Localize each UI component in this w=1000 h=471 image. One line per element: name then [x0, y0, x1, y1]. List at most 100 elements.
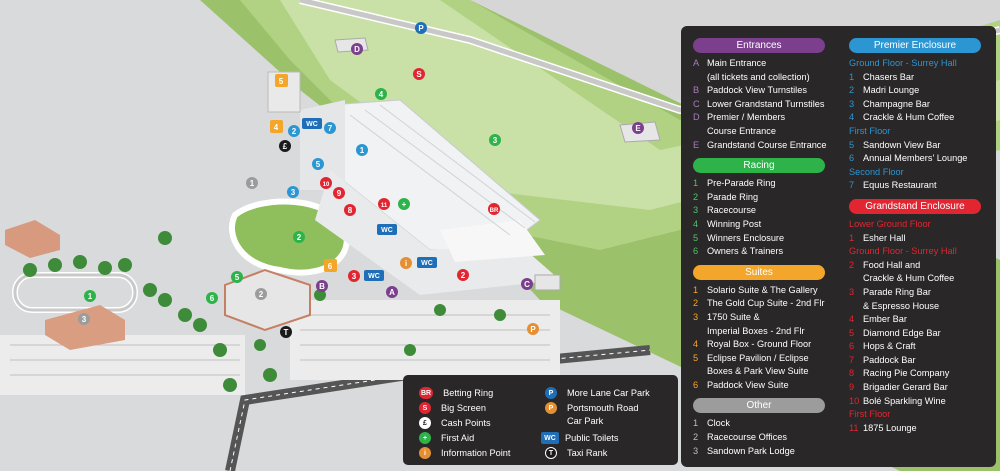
trees — [23, 231, 506, 392]
marker-suite-4: 4 — [270, 120, 283, 133]
svg-text:6: 6 — [328, 262, 333, 271]
svg-text:+: + — [402, 200, 407, 209]
legend-cash-points: £ Cash Points — [419, 417, 491, 429]
marker-racing-4: 4 — [375, 88, 387, 100]
betting-ring-icon: BR — [419, 387, 434, 399]
parking-icon: P — [545, 387, 557, 399]
svg-text:S: S — [416, 70, 422, 79]
symbol-legend: BR Betting Ring S Big Screen £ Cash Poin… — [403, 375, 678, 465]
svg-text:2: 2 — [292, 127, 297, 136]
marker-racing-2: 2 — [293, 231, 305, 243]
grandstand-floor-first: First Floor — [849, 409, 891, 420]
svg-text:5: 5 — [316, 160, 321, 169]
marker-racing-3: 3 — [489, 134, 501, 146]
car-park-main — [0, 300, 560, 395]
marker-betting-ring: BR — [488, 203, 500, 215]
svg-text:P: P — [530, 325, 536, 334]
legend-label: Cash Points — [441, 418, 491, 428]
svg-text:B: B — [319, 282, 325, 291]
map-markers: D E A B C P P T S BR i WC WC WC WC 4 3 2… — [78, 22, 644, 338]
svg-text:11: 11 — [381, 203, 388, 209]
svg-text:P: P — [418, 24, 424, 33]
legend-info-point: i Information Point — [419, 447, 510, 459]
marker-premier-5: 5 — [312, 158, 324, 170]
svg-text:£: £ — [283, 142, 288, 151]
cash-point-icon: £ — [419, 417, 431, 429]
marker-suite-5: 5 — [275, 74, 288, 87]
marker-other-1: 1 — [246, 177, 258, 189]
legend-first-aid: + First Aid — [419, 432, 474, 444]
svg-text:1: 1 — [250, 179, 255, 188]
marker-grand-9: 9 — [333, 187, 345, 199]
legend-label: Public Toilets — [565, 433, 619, 443]
legend-big-screen: S Big Screen — [419, 402, 486, 414]
marker-entrance-e: E — [632, 122, 644, 134]
legend-betting-ring: BR Betting Ring — [419, 387, 493, 399]
svg-text:A: A — [389, 288, 395, 297]
marker-other-3: 3 — [78, 313, 90, 325]
marker-premier-1: 1 — [356, 144, 368, 156]
legend-label: Portsmouth Road Car Park — [567, 403, 639, 426]
marker-parking-1: P — [415, 22, 427, 34]
svg-text:E: E — [635, 124, 641, 133]
svg-text:i: i — [405, 259, 407, 268]
svg-text:4: 4 — [274, 123, 279, 132]
marker-info: i — [400, 257, 412, 269]
parking-icon: P — [545, 402, 557, 414]
taxi-icon: T — [545, 447, 557, 459]
grandstand-floor-lower: Lower Ground Floor — [849, 218, 931, 229]
key-right-column: Premier Enclosure Ground Floor - Surrey … — [849, 36, 994, 435]
legend-portsmouth: P Portsmouth Road Car Park — [545, 402, 639, 428]
marker-other-2: 2 — [255, 288, 267, 300]
svg-text:1: 1 — [88, 292, 93, 301]
svg-text:WC: WC — [381, 227, 393, 234]
svg-text:5: 5 — [235, 273, 240, 282]
svg-text:WC: WC — [368, 273, 380, 280]
marker-grand-2: 2 — [457, 269, 469, 281]
svg-text:4: 4 — [379, 90, 384, 99]
marker-parking-2: P — [527, 323, 539, 335]
marker-racing-6: 6 — [206, 292, 218, 304]
marker-grand-10: 10 — [320, 177, 332, 189]
legend-label: First Aid — [441, 433, 475, 443]
svg-text:5: 5 — [279, 77, 284, 86]
marker-first-aid: + — [398, 198, 410, 210]
marker-premier-3: 3 — [287, 186, 299, 198]
legend-label: Information Point — [441, 448, 511, 458]
svg-text:3: 3 — [82, 315, 87, 324]
svg-text:C: C — [524, 280, 530, 289]
svg-text:WC: WC — [306, 121, 318, 128]
big-screen-icon: S — [419, 402, 431, 414]
first-aid-icon: + — [419, 432, 431, 444]
svg-text:3: 3 — [352, 272, 357, 281]
legend-label: More Lane Car Park — [567, 388, 650, 398]
legend-toilets: WC Public Toilets — [541, 432, 618, 444]
marker-grand-3: 3 — [348, 270, 360, 282]
toilet-icon: WC — [541, 432, 559, 444]
svg-text:2: 2 — [259, 290, 264, 299]
marker-taxi: T — [280, 326, 292, 338]
svg-text:2: 2 — [461, 271, 466, 280]
marker-entrance-d: D — [351, 43, 363, 55]
